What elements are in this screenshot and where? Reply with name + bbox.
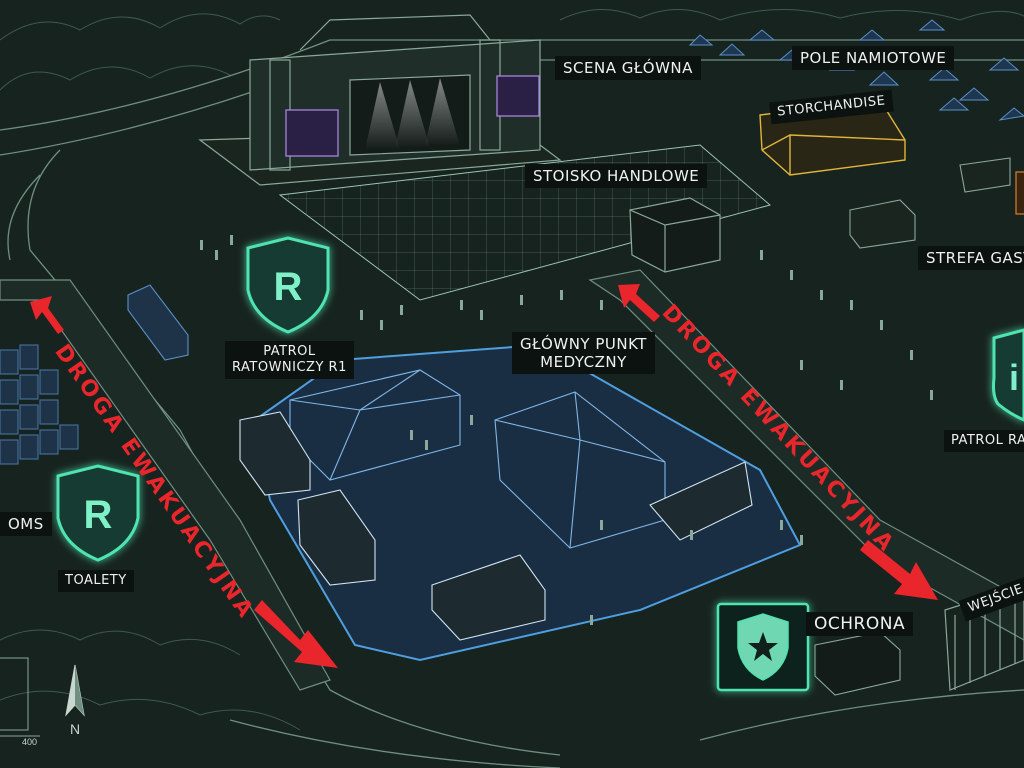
north-label: N: [70, 721, 80, 737]
container-left: [127, 284, 189, 361]
trade-stand-booth: [629, 197, 721, 273]
food-trucks: [849, 157, 1024, 249]
evac-arrow-up-left: [30, 296, 64, 334]
medical-zone: [239, 343, 802, 662]
label-main-stage[interactable]: SCENA GŁÓWNA: [555, 56, 701, 80]
evac-arrows: [30, 284, 938, 668]
scale-bar: [0, 657, 40, 737]
label-food-zone[interactable]: STREFA GAST: [918, 246, 1024, 270]
shield-r-icon[interactable]: [246, 236, 330, 334]
shield-star-icon[interactable]: [716, 602, 810, 692]
trees-top: [0, 9, 1024, 731]
evac-road-left: [0, 279, 331, 691]
evac-arrow-up-right: [618, 284, 660, 322]
evac-arrow-down-left: [254, 600, 338, 668]
evac-arrow-down-right: [860, 540, 938, 600]
shield-info-icon-right[interactable]: [992, 328, 1024, 422]
shield-r-icon-toilets[interactable]: [56, 464, 140, 562]
patrol-right-letter: i: [1009, 357, 1019, 398]
label-toilets-left[interactable]: OMS: [0, 512, 52, 536]
toilets-letter: R: [84, 493, 113, 537]
portable-toilets: [0, 344, 79, 465]
main-stage: [198, 14, 562, 186]
label-patrol-r1[interactable]: PATROL RATOWNICZY R1: [225, 341, 354, 379]
scale-value: 400: [22, 737, 37, 747]
label-trade-stand[interactable]: STOISKO HANDLOWE: [525, 164, 708, 188]
label-toilets[interactable]: TOALETY: [58, 570, 134, 592]
crowd-people: [200, 235, 933, 625]
label-tent-field[interactable]: POLE NAMIOTOWE: [792, 46, 955, 70]
label-patrol-right[interactable]: PATROL RAT: [944, 430, 1024, 452]
label-medical-point[interactable]: GŁÓWNY PUNKT MEDYCZNY: [512, 332, 655, 374]
evac-road-right: [588, 269, 1024, 641]
label-security[interactable]: OCHRONA: [806, 612, 914, 636]
patrol-r1-letter: R: [274, 265, 303, 309]
north-arrow-icon: [65, 664, 85, 717]
